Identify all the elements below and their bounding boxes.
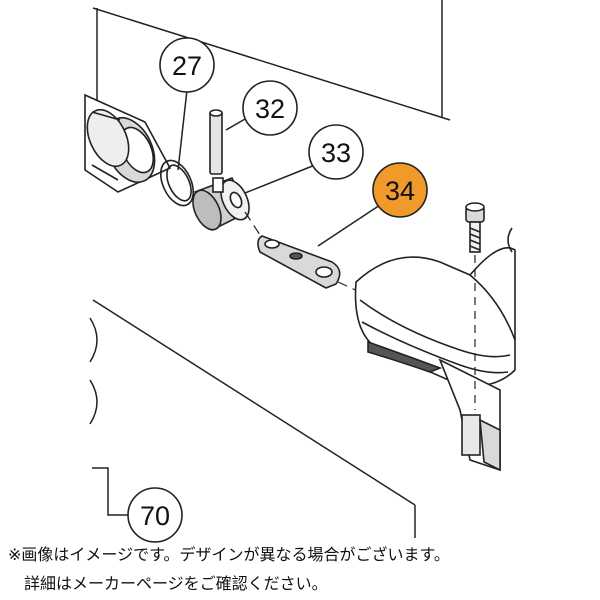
callout-32: 32 [242, 80, 298, 136]
head-housing-part [354, 247, 516, 472]
pin-part-32 [209, 109, 223, 175]
frame-lines [92, 0, 451, 538]
cylinder-housing-part [84, 93, 172, 193]
disclaimer-line-2: 詳細はメーカーページをご確認ください。 [24, 574, 328, 593]
callout-34: 34 [372, 162, 428, 218]
callout-33-label: 33 [321, 138, 351, 168]
callout-27-circle [159, 37, 215, 93]
screw-part [465, 202, 513, 410]
link-plate-part-34 [257, 235, 341, 289]
o-ring-part-27 [159, 159, 195, 207]
disclaimer-line-1: ※画像はイメージです。デザインが異なる場合がございます。 [8, 545, 450, 564]
callout-27-label: 27 [172, 51, 202, 81]
callout-70-label: 70 [140, 501, 170, 531]
callout-34-label: 34 [385, 176, 415, 206]
callout-27: 27 [159, 37, 215, 93]
callout-70: 70 [127, 487, 183, 543]
callout-32-label: 32 [255, 94, 285, 124]
callout-33: 33 [308, 124, 364, 180]
callout-32-circle [242, 80, 298, 136]
ring-cylinder-part-33 [192, 176, 250, 232]
callout-33-circle [308, 124, 364, 180]
callout-34-circle [372, 162, 428, 218]
partial-callout-marks [89, 317, 98, 425]
image-disclaimer-note: ※画像はイメージです。デザインが異なる場合がございます。 詳細はメーカーページを… [8, 540, 598, 598]
callout-70-circle [127, 487, 183, 543]
